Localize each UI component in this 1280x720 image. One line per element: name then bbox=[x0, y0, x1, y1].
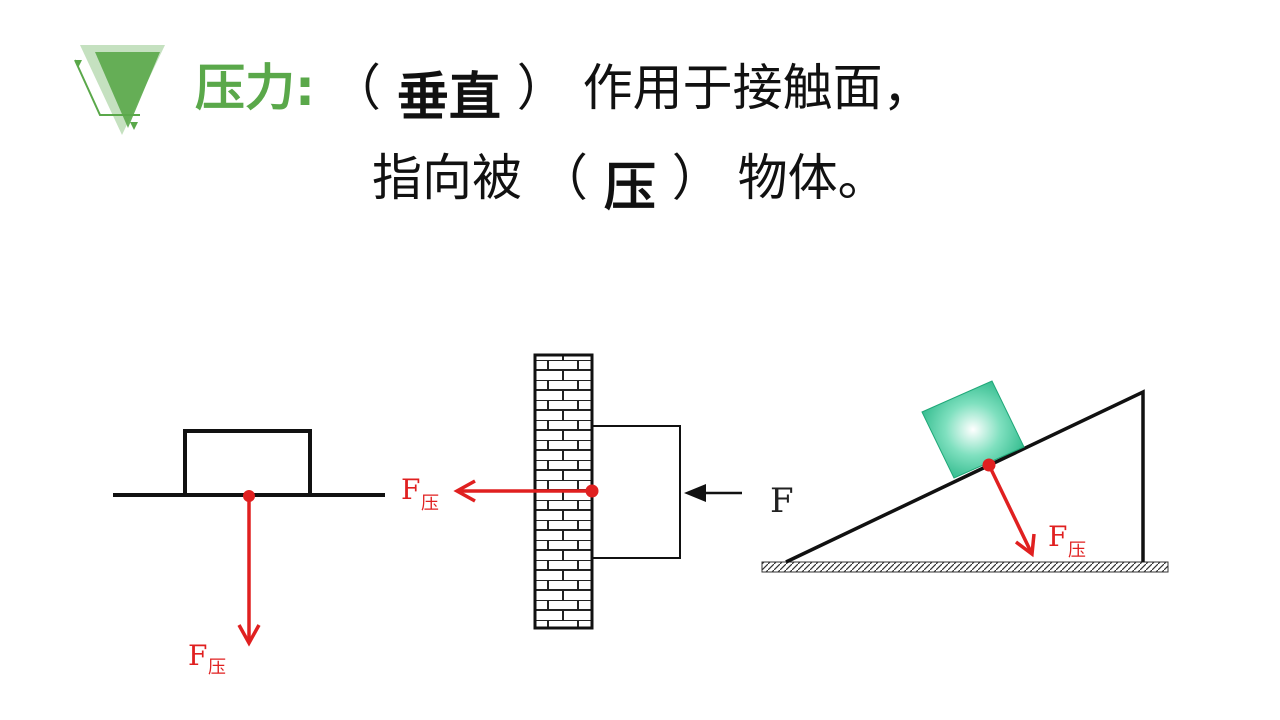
title-line2-start: 指向被 bbox=[372, 149, 522, 207]
close-paren: ） bbox=[516, 59, 567, 117]
open-paren: （ bbox=[330, 59, 381, 117]
title-line2-end: 物体。 bbox=[737, 149, 888, 207]
incline-force-arrowhead bbox=[1014, 533, 1036, 558]
incline-ground bbox=[761, 561, 1169, 573]
wall-force-arrowhead bbox=[453, 479, 476, 503]
incline-figure: F 压 bbox=[761, 380, 1169, 573]
floor-contact-point bbox=[243, 490, 255, 502]
incline-force-arrow bbox=[987, 464, 1033, 553]
floor-force-label: F bbox=[188, 639, 207, 672]
incline-force-subscript: 压 bbox=[1068, 540, 1086, 561]
wall-contact-point bbox=[585, 484, 599, 498]
floor-block bbox=[183, 429, 312, 497]
wall-block bbox=[592, 425, 681, 559]
incline-contact-point bbox=[982, 458, 996, 472]
title-line1-rest: 作用于接触面， bbox=[582, 59, 933, 117]
answer-perpendicular: 垂直 bbox=[396, 68, 501, 128]
floor-force-arrowhead bbox=[237, 624, 261, 647]
wall-figure: F F 压 bbox=[401, 353, 794, 630]
incline-triangle bbox=[785, 389, 1145, 564]
applied-force-label: F bbox=[770, 481, 794, 521]
floor-figure: F 压 bbox=[113, 429, 385, 678]
close-paren-2: ） bbox=[671, 149, 722, 207]
incline-force-label: F bbox=[1048, 520, 1067, 553]
triangle-logo-icon bbox=[74, 45, 165, 135]
floor-force-subscript: 压 bbox=[208, 657, 226, 678]
applied-force-arrowhead bbox=[684, 484, 706, 502]
title-line-1: 压力: （ 垂直 ） 作用于接触面， bbox=[195, 58, 933, 128]
incline-block bbox=[921, 380, 1025, 479]
answer-pressed: 压 bbox=[603, 158, 656, 218]
wall-force-label: F bbox=[401, 473, 420, 506]
title-heading: 压力: bbox=[195, 59, 315, 117]
wall-force-subscript: 压 bbox=[421, 493, 439, 514]
title-line-2: 指向被 （ 压 ） 物体。 bbox=[372, 148, 888, 218]
open-paren-2: （ bbox=[537, 149, 588, 207]
